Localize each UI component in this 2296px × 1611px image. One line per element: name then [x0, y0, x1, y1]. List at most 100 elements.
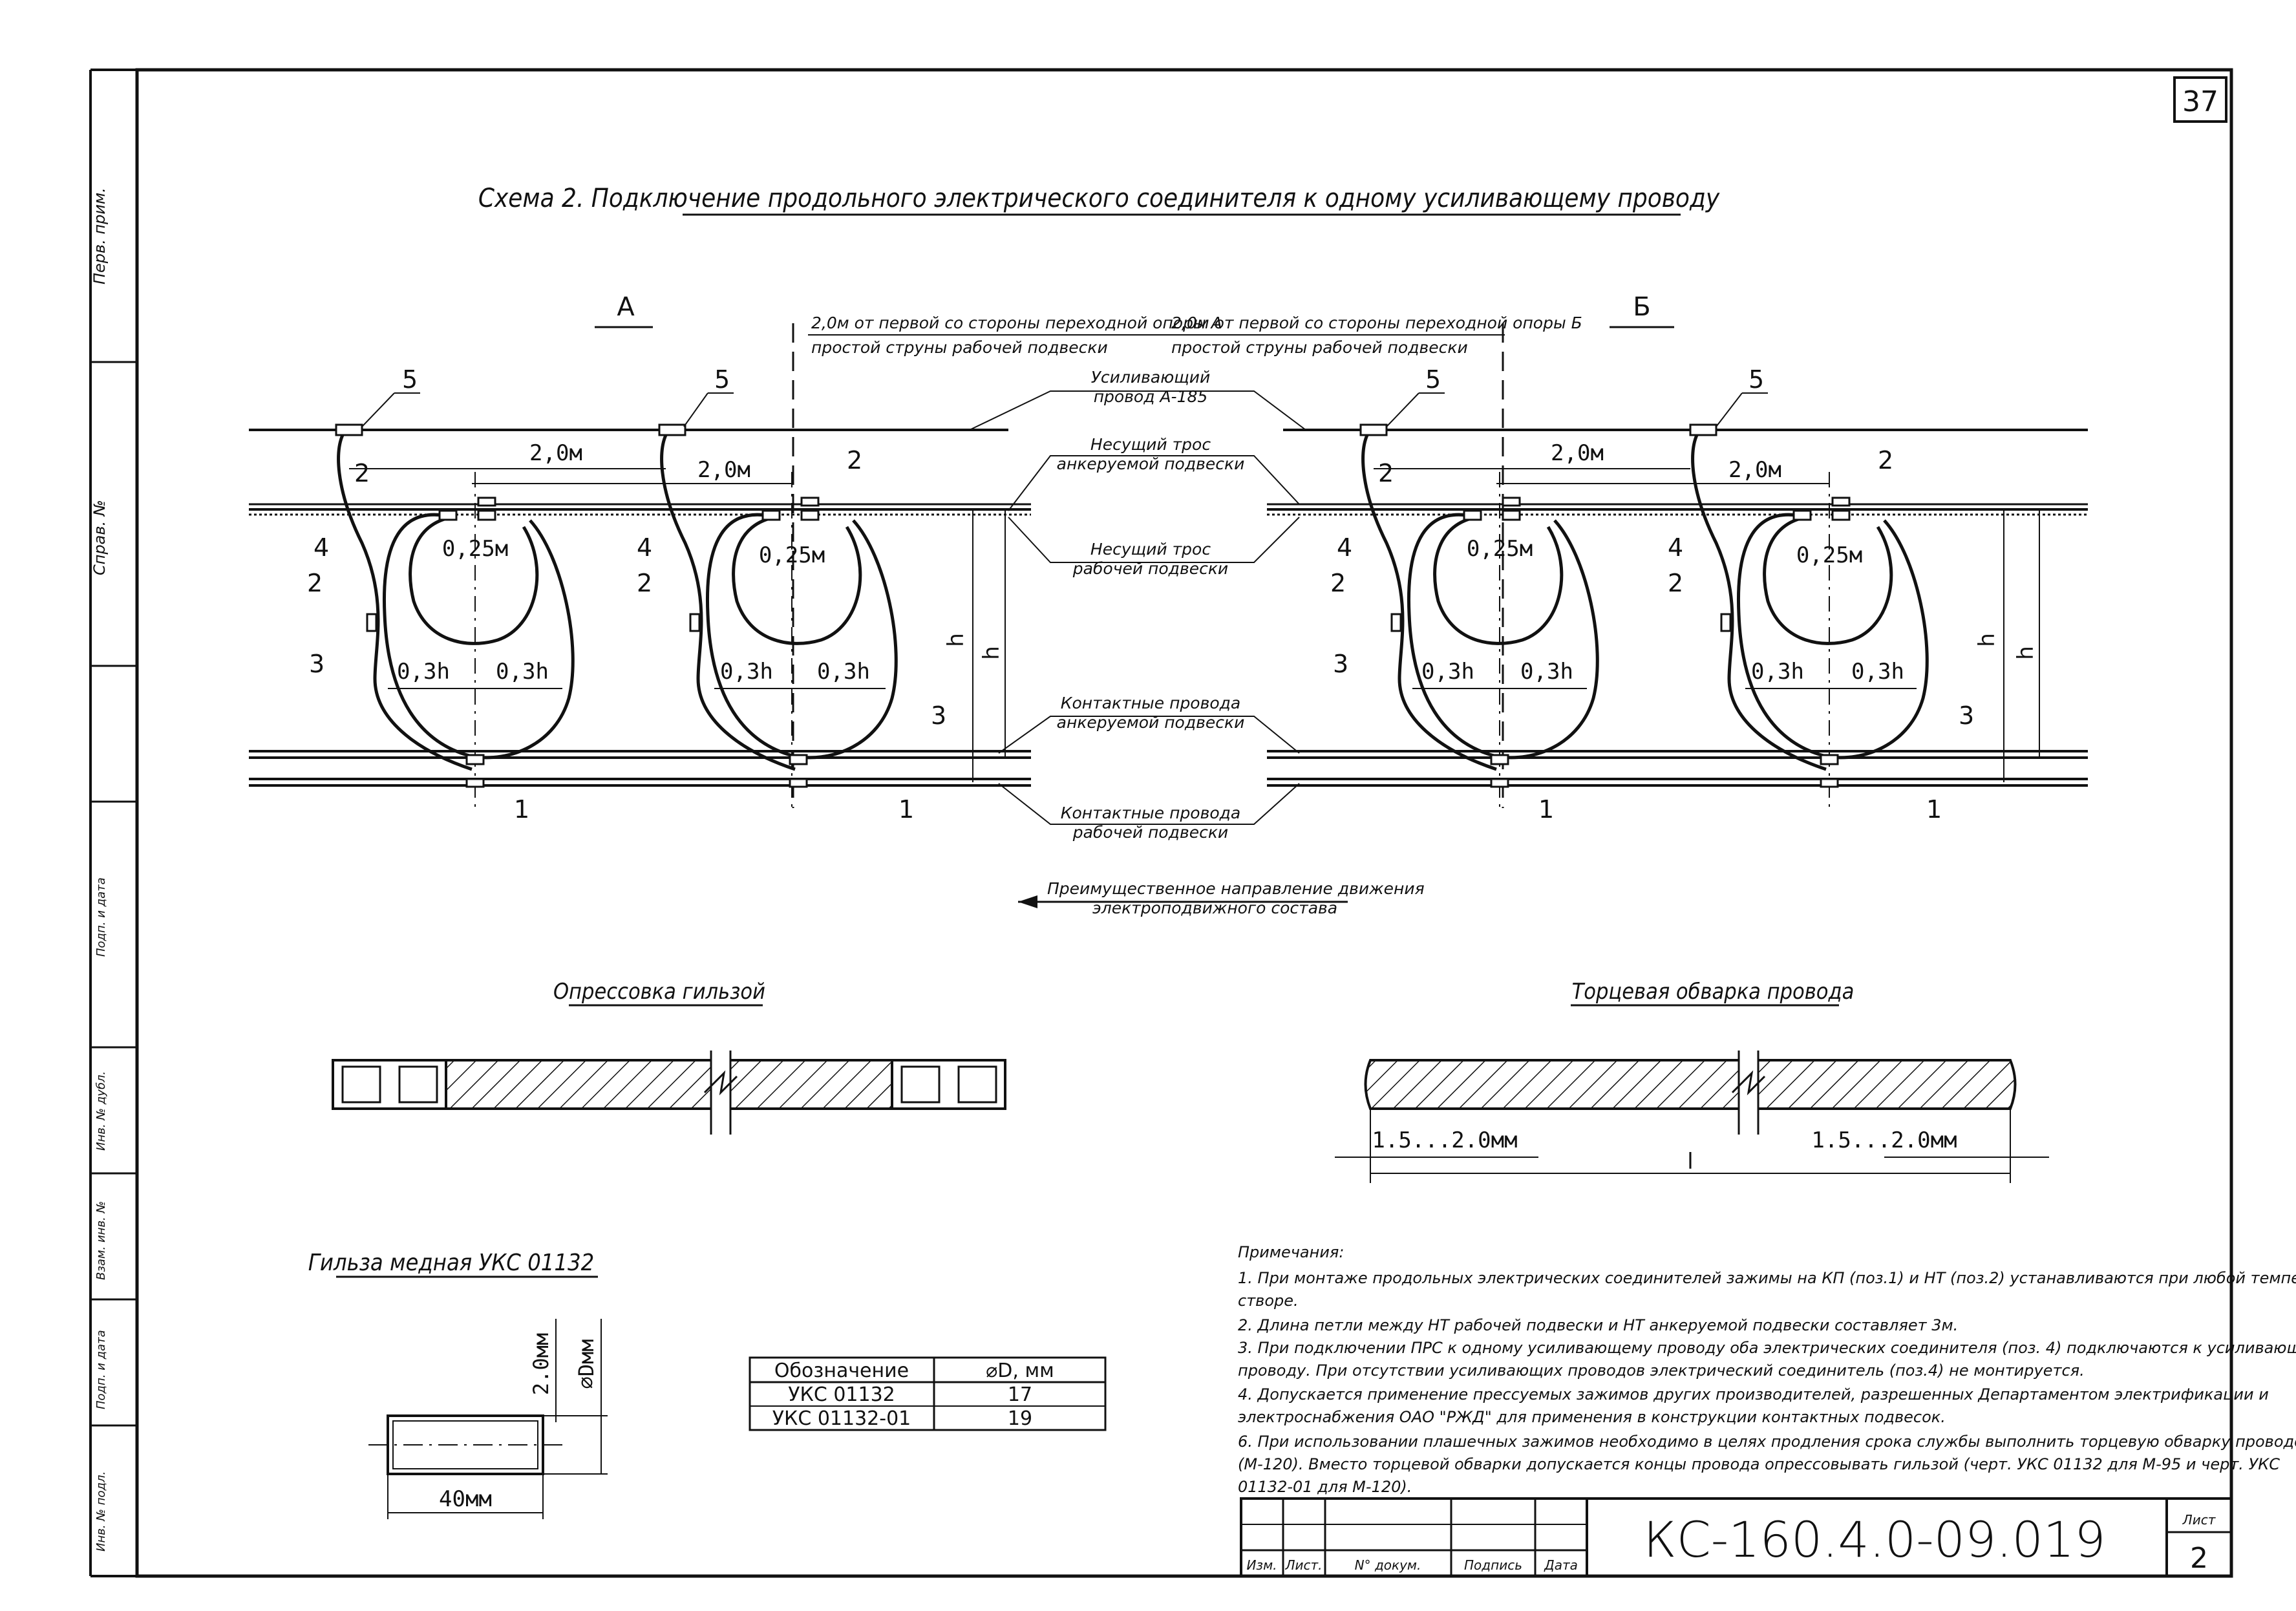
callout-5-a1: 5 — [402, 365, 418, 394]
dim-h-a1: h — [943, 633, 969, 647]
label-messenger-anchor-1: Несущий трос — [1090, 435, 1211, 454]
sleeve-dim-len: 40мм — [439, 1486, 492, 1512]
top-notes: 2,0м от первой со стороны переходной опо… — [808, 314, 1582, 357]
dim-025-b1: 0,25м — [1467, 536, 1533, 562]
dim-03h-b3: 0,3h — [1751, 659, 1804, 685]
crimp-detail: Опрессовка гильзой — [332, 979, 1006, 1135]
label-contact-anchor-1: Контактные провода — [1061, 694, 1241, 712]
label-messenger-work-1: Несущий трос — [1090, 540, 1211, 559]
note-b-line-1: 2,0м от первой со стороны переходной опо… — [1171, 314, 1582, 332]
callout-4-b1: 4 — [1337, 533, 1352, 562]
note-line-6: 4. Допускается применение прессуемых заж… — [1238, 1385, 2269, 1403]
dim-2m-b1: 2,0м — [1551, 440, 1604, 466]
callout-2-top-b2: 2 — [1878, 446, 1893, 475]
callout-2-mid-a2: 2 — [637, 569, 652, 597]
weld-title: Торцевая обварка провода — [1572, 979, 1855, 1005]
weld-dim-right: 1.5...2.0мм — [1811, 1127, 1957, 1153]
sleeve-detail: Гильза медная УКС 01132 2.0мм ⌀Dмм 40мм — [308, 1250, 608, 1519]
note-line-7: электроснабжения ОАО "РЖД" для применени… — [1238, 1408, 1946, 1426]
dim-025-a2: 0,25м — [759, 542, 825, 568]
note-b-line-2: простой струны рабочей подвески — [1171, 338, 1468, 357]
weld-dim-left: 1.5...2.0мм — [1372, 1127, 1517, 1153]
weld-length: l — [1687, 1149, 1693, 1175]
label-contact-work-1: Контактные провода — [1061, 804, 1241, 822]
side-label-7: Инв. № подл. — [94, 1471, 108, 1552]
section-b-label: Б — [1633, 292, 1650, 322]
side-label-2: Справ. № — [90, 500, 109, 575]
callout-3-a2: 3 — [931, 701, 946, 730]
dim-2m-b2: 2,0м — [1728, 457, 1781, 483]
dim-03h-b1: 0,3h — [1421, 659, 1474, 685]
dim-2m-a1: 2,0м — [529, 440, 582, 466]
callout-2-top-a2: 2 — [847, 446, 862, 475]
callout-1-b1: 1 — [1538, 795, 1554, 824]
note-line-3: 2. Длина петли между НТ рабочей подвески… — [1238, 1316, 1958, 1334]
center-wire-labels: Усиливающий провод А-185 Несущий трос ан… — [969, 368, 1306, 842]
sleeve-table-header-2: ⌀D, мм — [986, 1360, 1054, 1382]
callout-5-a2: 5 — [714, 365, 730, 394]
dim-h-b2: h — [2013, 646, 2039, 660]
label-reinforcing-1: Усиливающий — [1091, 368, 1211, 387]
title-block-code: КС-160.4.0-09.019 — [1643, 1511, 2105, 1568]
sleeve-title: Гильза медная УКС 01132 — [308, 1250, 594, 1276]
notes: Примечания: 1. При монтаже продольных эл… — [1238, 1243, 2296, 1496]
sleeve-dim-wall: 2.0мм — [529, 1333, 553, 1395]
callout-1-a2: 1 — [898, 795, 914, 824]
callout-3-b1: 3 — [1333, 650, 1348, 678]
note-line-9: (М-120). Вместо торцевой обварки допуска… — [1238, 1455, 2280, 1473]
side-label-4: Инв. № дубл. — [94, 1071, 108, 1151]
overhead-wires — [249, 429, 2088, 787]
title-block-col-3: N° докум. — [1355, 1557, 1421, 1573]
label-contact-work-2: рабочей подвески — [1072, 823, 1228, 842]
title-block-sheet-no: 2 — [2190, 1542, 2208, 1575]
sheet-frame — [89, 68, 2233, 1578]
side-label-5: Взам. инв. № — [94, 1201, 108, 1280]
connector-loop-a2 — [659, 425, 896, 787]
weld-detail: Торцевая обварка провода 1.5...2.0мм 1.5… — [1335, 979, 2049, 1183]
sleeve-table-r1-c1: УКС 01132 — [788, 1383, 895, 1406]
sleeve-table-r1-c2: 17 — [1008, 1383, 1032, 1406]
note-line-10: 01132-01 для М-120). — [1238, 1478, 1412, 1496]
dim-03h-a2: 0,3h — [496, 659, 549, 685]
scheme-title: Схема 2. Подключение продольного электри… — [478, 184, 1720, 216]
callout-3-b2: 3 — [1959, 701, 1974, 730]
title-block-col-5: Дата — [1544, 1557, 1578, 1573]
title-block-col-2: Лист. — [1284, 1557, 1322, 1573]
title-block: Изм. Лист. N° докум. Подпись Дата Лист К… — [1240, 1497, 2233, 1577]
sleeve-table-r2-c2: 19 — [1008, 1407, 1032, 1430]
callout-2-mid-a1: 2 — [307, 569, 323, 597]
title-block-sheet-label: Лист — [2182, 1512, 2216, 1528]
callout-2-top-a1: 2 — [354, 459, 370, 487]
dim-h-b1: h — [1974, 633, 2000, 647]
side-label-1: Перв. прим. — [90, 187, 109, 284]
side-label-3: Подп. и дата — [94, 877, 108, 957]
direction-line-1: Преимущественное направление движения — [1047, 879, 1425, 898]
connector-loop-b2 — [1690, 425, 1927, 787]
dimensions: 2,0м 2,0м 0,25м 0,25м 0,3h 0,3h 0,3h 0,3… — [349, 440, 2040, 782]
dim-025-a1: 0,25м — [442, 536, 508, 562]
sleeve-table-header-1: Обозначение — [774, 1360, 909, 1382]
note-line-1: 1. При монтаже продольных электрических … — [1238, 1269, 2296, 1287]
sheet-number: 37 — [2182, 85, 2218, 118]
scheme-title-text: Схема 2. Подключение продольного электри… — [478, 184, 1720, 213]
callout-5-b1: 5 — [1425, 365, 1441, 394]
section-labels: А Б — [595, 292, 1674, 328]
callout-4-a2: 4 — [637, 533, 652, 562]
callout-2-top-b1: 2 — [1378, 459, 1394, 487]
label-messenger-anchor-2: анкеруемой подвески — [1057, 454, 1245, 473]
section-a-label: А — [617, 292, 635, 322]
connector-loop-a1 — [335, 423, 575, 788]
note-a-line-2: простой струны рабочей подвески — [811, 338, 1108, 357]
callout-4-b2: 4 — [1668, 533, 1683, 562]
callout-1-b2: 1 — [1926, 795, 1942, 824]
sleeve-table: Обозначение ⌀D, мм УКС 01132 17 УКС 0113… — [749, 1356, 1107, 1431]
connector-loop-b1 — [1361, 425, 1597, 787]
note-line-4: 3. При подключении ПРС к одному усиливаю… — [1238, 1339, 2296, 1357]
note-line-8: 6. При использовании плашечных зажимов н… — [1238, 1433, 2296, 1451]
title-block-col-1: Изм. — [1246, 1557, 1277, 1573]
callout-2-mid-b1: 2 — [1330, 569, 1346, 597]
dim-2m-a2: 2,0м — [697, 457, 750, 483]
callout-1-a1: 1 — [514, 795, 529, 824]
dim-03h-b4: 0,3h — [1851, 659, 1904, 685]
